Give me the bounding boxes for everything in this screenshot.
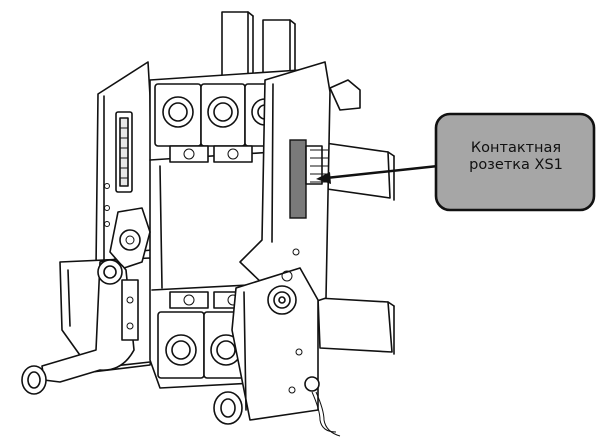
right-side-plate <box>231 61 331 421</box>
callout-label: Контактная розетка XS1 <box>440 140 592 174</box>
callout-line-2: розетка XS1 <box>469 157 563 173</box>
callout-line-1: Контактная <box>470 140 562 156</box>
callout-arrow <box>316 164 439 184</box>
top-terminals <box>154 83 286 163</box>
right-knob <box>267 285 297 315</box>
contact-socket-xs1 <box>289 139 328 219</box>
rear-busbars <box>317 79 395 355</box>
left-connector <box>115 111 133 193</box>
top-busbars <box>221 11 296 87</box>
bottom-handle <box>213 376 341 437</box>
racking-mechanism <box>21 207 151 395</box>
callout-box <box>434 112 596 212</box>
